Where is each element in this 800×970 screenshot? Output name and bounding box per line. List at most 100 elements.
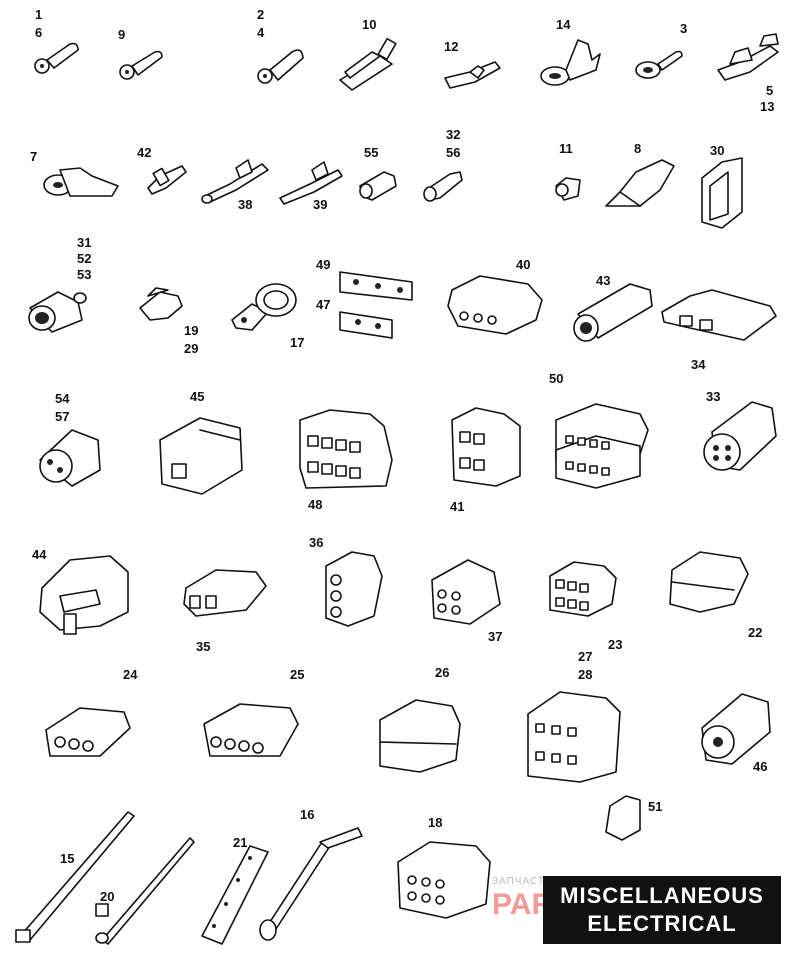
clip-19	[139, 287, 183, 321]
connector-24	[45, 707, 131, 757]
connector-36	[325, 551, 383, 627]
callout-45: 45	[190, 389, 205, 404]
ring-terminal-3	[635, 50, 683, 79]
callout-33: 33	[706, 389, 721, 404]
callout-13: 13	[760, 99, 775, 114]
callout-26: 26	[435, 665, 450, 680]
round-connector-33	[703, 401, 777, 471]
wire-clamp-17	[231, 283, 297, 331]
cable-tie-15	[15, 811, 135, 943]
clip-51	[605, 795, 641, 841]
round-connector-54	[39, 429, 101, 487]
callout-7: 7	[30, 149, 38, 164]
callout-11: 11	[559, 141, 573, 156]
spade-terminal-5	[717, 33, 779, 81]
round-connector-46	[701, 693, 771, 765]
connector-27	[527, 691, 621, 783]
callout-51: 51	[648, 799, 663, 814]
callout-44: 44	[32, 547, 47, 562]
callout-8: 8	[634, 141, 642, 156]
boot-connector-31	[28, 291, 87, 333]
terminal-11	[555, 177, 581, 201]
callout-50: 50	[549, 371, 564, 386]
callout-30: 30	[710, 143, 725, 158]
sleeve-43	[573, 283, 653, 342]
callout-19: 19	[184, 323, 199, 338]
callout-17: 17	[290, 335, 305, 350]
connector-40	[447, 275, 543, 335]
cable-tie-20	[95, 837, 195, 945]
connector-clip-30	[701, 157, 743, 229]
callout-47: 47	[316, 297, 331, 312]
callout-57: 57	[55, 409, 70, 424]
callout-34: 34	[691, 357, 706, 372]
callout-56: 56	[446, 145, 461, 160]
callout-12: 12	[444, 39, 459, 54]
callout-23: 23	[608, 637, 623, 652]
connector-45	[159, 417, 243, 495]
strip-21	[201, 845, 269, 945]
callout-42: 42	[137, 145, 152, 160]
callout-40: 40	[516, 257, 531, 272]
callout-29: 29	[184, 341, 199, 356]
callout-22: 22	[748, 625, 763, 640]
callout-6: 6	[35, 25, 43, 40]
callout-14: 14	[556, 17, 571, 32]
ring-terminal-14	[540, 39, 601, 86]
bullet-connector-55	[359, 171, 397, 201]
housing-34	[661, 289, 777, 341]
title-box: MISCELLANEOUS ELECTRICAL	[543, 876, 781, 944]
title-line-1: MISCELLANEOUS	[560, 883, 764, 908]
callout-10: 10	[362, 17, 377, 32]
callout-46: 46	[753, 759, 768, 774]
callout-1: 1	[35, 7, 43, 22]
connector-41	[451, 407, 521, 487]
callout-21: 21	[233, 835, 248, 850]
callout-24: 24	[123, 667, 138, 682]
callout-31: 31	[77, 235, 92, 250]
plate-47	[339, 311, 393, 339]
title-line-2: ELECTRICAL	[587, 911, 737, 936]
strap-16	[259, 827, 363, 941]
callout-49: 49	[316, 257, 331, 272]
connector-37	[431, 559, 501, 625]
flag-terminal-7	[43, 167, 119, 197]
callout-4: 4	[257, 25, 265, 40]
callout-27: 27	[578, 649, 593, 664]
connector-26	[379, 699, 461, 773]
callout-18: 18	[428, 815, 443, 830]
plate-49	[339, 271, 413, 301]
spade-terminal-12	[444, 61, 501, 89]
callout-36: 36	[309, 535, 324, 550]
pin-terminal-39	[279, 161, 343, 205]
callout-39: 39	[313, 197, 328, 212]
callout-9: 9	[118, 27, 126, 42]
callout-28: 28	[578, 667, 593, 682]
callout-37: 37	[488, 629, 503, 644]
ring-terminal-1	[34, 42, 79, 74]
female-spade-8	[605, 159, 675, 207]
callout-5: 5	[766, 83, 774, 98]
callout-53: 53	[77, 267, 92, 282]
callout-52: 52	[77, 251, 92, 266]
callout-41: 41	[450, 499, 465, 514]
callout-16: 16	[300, 807, 315, 822]
ring-terminal-9	[119, 50, 163, 80]
callout-48: 48	[308, 497, 323, 512]
connector-44	[39, 555, 129, 635]
callout-35: 35	[196, 639, 211, 654]
callout-38: 38	[238, 197, 253, 212]
callout-25: 25	[290, 667, 305, 682]
connector-50	[555, 403, 649, 489]
connector-48	[299, 409, 393, 489]
connector-23	[549, 561, 617, 617]
connector-25	[203, 703, 299, 757]
ring-terminal-2	[257, 49, 304, 84]
connector-22	[669, 551, 749, 613]
callout-43: 43	[596, 273, 611, 288]
callout-2: 2	[257, 7, 265, 22]
watermark-small: ЗАПЧАСТИ	[492, 876, 554, 887]
callout-3: 3	[680, 21, 688, 36]
pin-terminal-38	[201, 159, 269, 204]
